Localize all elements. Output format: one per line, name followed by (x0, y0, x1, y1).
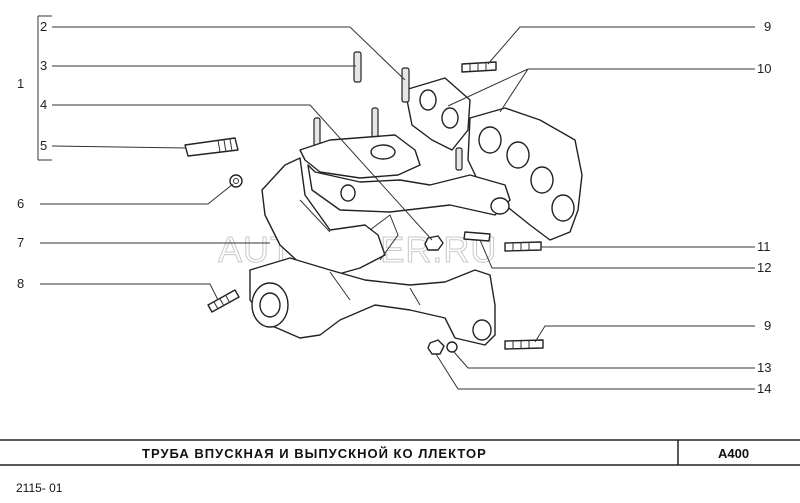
callout-10-label: 10 (757, 61, 771, 76)
model-code: 2115- 01 (16, 481, 63, 495)
catalog-code: А400 (718, 446, 749, 461)
callout-4-label: 4 (40, 97, 47, 112)
callout-2-label: 2 (40, 19, 47, 34)
stud-5 (184, 137, 239, 157)
callout-14-label: 14 (757, 381, 771, 396)
callout-1-label: 1 (17, 76, 24, 91)
intake-pipe (299, 134, 511, 216)
callout-12-label: 12 (757, 260, 771, 275)
stud-8 (207, 289, 240, 313)
page-title: ТРУБА ВПУСКНАЯ И ВЫПУСКНОЙ КО ЛЛЕКТОР (142, 446, 487, 461)
stud-9-bottom (504, 339, 544, 350)
nut-4 (424, 235, 444, 251)
washer-13 (446, 341, 458, 353)
stud-11 (504, 241, 542, 252)
callout-9-bottom-label: 9 (764, 318, 771, 333)
stud-9-top (461, 61, 497, 73)
callout-6-label: 6 (17, 196, 24, 211)
callout-13-label: 13 (757, 360, 771, 375)
callout-5-label: 5 (40, 138, 47, 153)
manifold-drawing (184, 51, 583, 355)
title-bar: ТРУБА ВПУСКНАЯ И ВЫПУСКНОЙ КО ЛЛЕКТОР А4… (0, 439, 800, 466)
exhaust-manifold (249, 157, 496, 346)
nut-14 (427, 339, 445, 355)
right-callouts: 9 10 11 12 9 13 14 (435, 19, 771, 396)
stud-12 (463, 231, 491, 242)
intake-gasket (404, 77, 471, 151)
callout-8-label: 8 (17, 276, 24, 291)
exhaust-gasket (467, 107, 583, 241)
left-callouts: 1 2 3 4 5 6 7 8 (17, 15, 433, 301)
callout-9-top-label: 9 (764, 19, 771, 34)
callout-3-label: 3 (40, 58, 47, 73)
callout-11-label: 11 (757, 239, 771, 254)
callout-7-label: 7 (17, 235, 24, 250)
